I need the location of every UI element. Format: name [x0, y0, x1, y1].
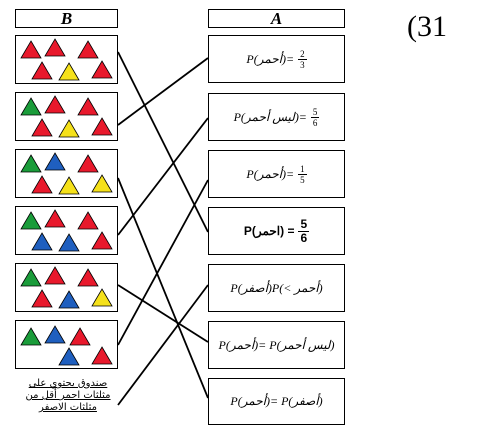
box-b3-triangles	[20, 152, 113, 195]
box-b6-triangles	[20, 325, 113, 366]
box-b4-triangles	[20, 209, 113, 252]
a2-text: P(ليس أحمر)=	[233, 109, 307, 124]
header-a: A	[208, 9, 345, 28]
a4-text: P(احمر) =	[243, 224, 295, 238]
box-a5: P(أصفر)P(< أحمر)	[208, 264, 345, 312]
box-a7: P(أحمر)= P(أصفر)	[208, 378, 345, 425]
box-b7-text: صندوق يحتوي على مثلثات احمر أقل من مثلثا…	[25, 378, 111, 413]
box-b1-triangles	[20, 38, 113, 81]
question-number: (31	[407, 10, 447, 43]
connection-lines	[117, 51, 209, 406]
box-b5-triangles	[20, 266, 113, 309]
header-b: B	[15, 9, 118, 28]
a3-text: P(أحمر)=	[246, 166, 295, 181]
a7-text: P(أحمر)= P(أصفر)	[230, 394, 323, 408]
a5-text: P(أصفر)P(< أحمر)	[230, 280, 323, 295]
box-a6: P(أحمر)= P(ليس أحمر)	[208, 321, 345, 369]
box-b2-triangles	[20, 95, 113, 138]
a1-text: P(أحمر)=	[246, 51, 295, 66]
a6-text: P(أحمر)= P(ليس أحمر)	[218, 337, 335, 352]
